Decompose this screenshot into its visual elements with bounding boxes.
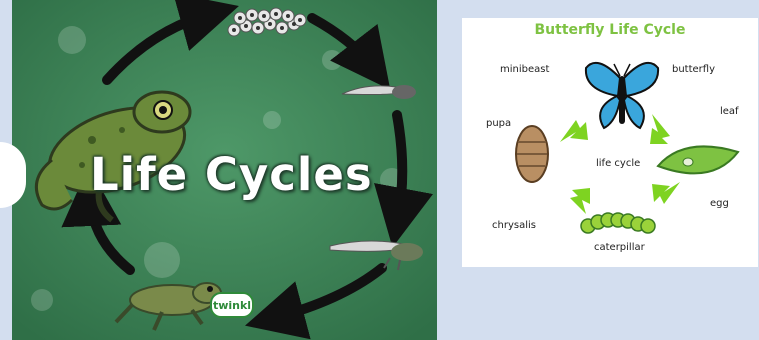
label-life-cycle: life cycle: [596, 158, 640, 169]
label-egg: egg: [710, 198, 729, 209]
butterfly-icon: [586, 63, 658, 128]
label-chrysalis: chrysalis: [492, 220, 536, 231]
label-pupa: pupa: [486, 118, 511, 129]
butterfly-life-cycle-slide: Butterfly Life Cycle minibeast butterfly…: [462, 18, 758, 267]
slide-title: Life Cycles: [90, 148, 373, 201]
label-leaf: leaf: [720, 106, 739, 117]
caterpillar-icon: [581, 213, 655, 233]
pupa-icon: [516, 126, 548, 182]
life-cycles-slide: Life Cycles twinkl: [12, 0, 437, 340]
label-minibeast: minibeast: [500, 64, 549, 75]
leaf-egg-icon: [658, 146, 738, 173]
twinkl-logo: twinkl: [210, 292, 254, 318]
label-caterpillar: caterpillar: [594, 242, 645, 253]
diagram-title: Butterfly Life Cycle: [462, 22, 758, 38]
label-butterfly: butterfly: [672, 64, 715, 75]
